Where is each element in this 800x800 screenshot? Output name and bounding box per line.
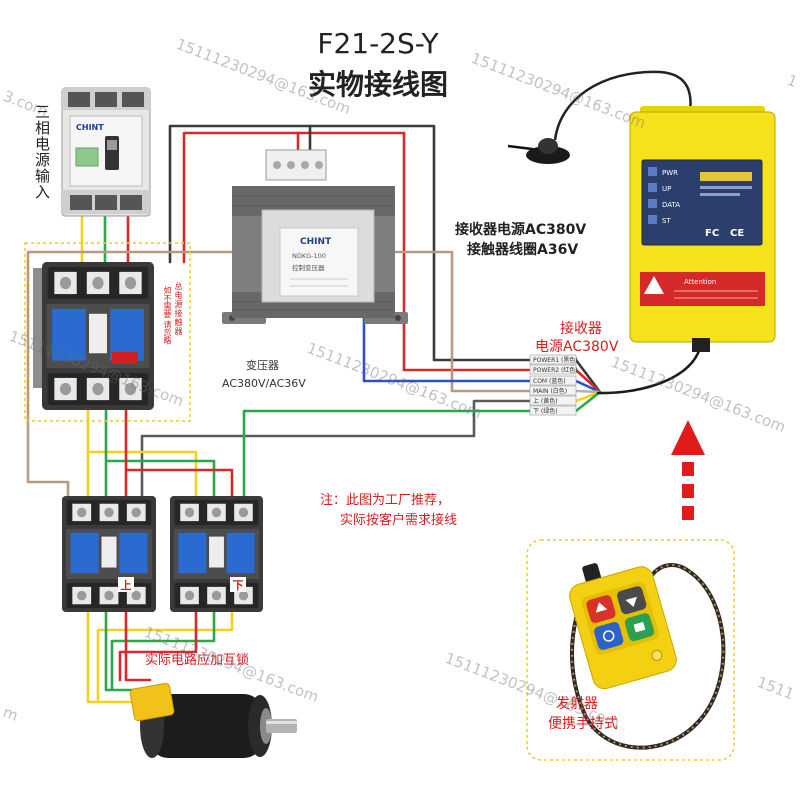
arrow-down-icon xyxy=(625,596,637,607)
contactor-coil-label: 接触器线圈A36V xyxy=(467,241,578,258)
receiver-logo xyxy=(700,172,752,181)
cable-gland xyxy=(692,338,710,352)
contactor-up-label: 上 xyxy=(121,578,132,592)
interlock-note: 实际电路应加互锁 xyxy=(145,652,249,668)
st-icon xyxy=(648,215,657,224)
power-input-label: 三相电源输入 xyxy=(33,104,51,200)
receiver-panel xyxy=(641,159,763,246)
pwr-icon xyxy=(648,167,657,176)
wire-fan-2 xyxy=(574,368,602,394)
wire-green-c1 xyxy=(104,408,216,507)
indicator-data: DATA xyxy=(662,201,680,209)
indicator-st: ST xyxy=(662,217,671,225)
transformer: CHINT NDKG-100 控制变压器 xyxy=(222,149,408,324)
wire-red-power2 xyxy=(182,131,534,372)
wire-dark-power1 xyxy=(168,124,534,362)
power-icon xyxy=(602,630,615,642)
up-icon xyxy=(648,183,657,192)
watermark: 15111230294@163.com xyxy=(609,353,789,436)
warning-icon xyxy=(644,276,664,294)
wire-dark-up xyxy=(140,399,534,502)
arrow-up-icon xyxy=(671,420,705,520)
watermark-partial: m xyxy=(1,703,21,725)
title-subtitle: 实物接线图 xyxy=(308,68,448,101)
wire-yellow-motor xyxy=(86,606,234,704)
breaker-brand: CHINT xyxy=(76,123,104,132)
wire-tan-main xyxy=(26,250,534,507)
watermark-partial: 1511 xyxy=(755,673,797,703)
fc-mark: FC xyxy=(705,228,719,239)
wire-green-down xyxy=(242,409,534,502)
terminal-up: 上 (黄色) xyxy=(533,397,558,405)
note-line-2: 实际按客户需求接线 xyxy=(340,512,457,528)
contactor-up: 上 xyxy=(62,496,156,612)
ce-mark: CE xyxy=(730,228,744,239)
remote-logo xyxy=(651,649,663,661)
transformer-brand: CHINT xyxy=(300,237,332,247)
warning-text: Attention xyxy=(684,278,716,286)
terminal-down: 下 (绿色) xyxy=(533,407,558,415)
receiver-supply-label: 接收器电源AC380V xyxy=(455,221,586,238)
wire-fan-6 xyxy=(574,390,602,413)
receiver-title: 接收器 xyxy=(560,320,602,337)
remote-button-blue xyxy=(594,622,624,650)
terminal-labels: POWER1 (黑色) POWER2 (红色) COM (蓝色) MAIN (白… xyxy=(529,354,578,416)
antenna xyxy=(507,70,692,164)
transmitter-dashed-box xyxy=(526,539,735,761)
circuit-breaker: CHINT xyxy=(61,87,151,217)
note-line-1: 注：此图为工厂推荐， xyxy=(320,493,450,508)
terminal-com: COM (蓝色) xyxy=(533,377,566,385)
terminal-power1: POWER1 (黑色) xyxy=(533,356,578,364)
indicator-up: UP xyxy=(662,185,671,193)
arrow-up-icon xyxy=(595,602,608,613)
motor xyxy=(129,682,297,758)
contactor-down: 下 xyxy=(170,496,263,612)
data-icon xyxy=(648,199,657,208)
transformer-name: 变压器 xyxy=(246,358,279,372)
stop-icon xyxy=(633,621,646,633)
wire-fan-3 xyxy=(574,379,602,394)
terminal-main: MAIN (白色) xyxy=(533,387,567,395)
title-model: F21-2S-Y xyxy=(317,27,439,60)
transformer-ratio: AC380V/AC36V xyxy=(222,377,306,390)
remote-transmitter xyxy=(569,563,677,690)
watermark-partial: 1 xyxy=(785,71,800,91)
transformer-model: NDKG-100 xyxy=(292,252,326,260)
wire-fan-4 xyxy=(574,389,602,394)
receiver: PWR UP DATA ST FC CE Attention xyxy=(629,106,776,352)
motor-terminal-box xyxy=(129,682,175,722)
receiver-voltage: 电源AC380V xyxy=(535,339,619,355)
wire-yellow-c1 xyxy=(86,408,198,507)
transformer-type: 控制变压器 xyxy=(292,263,325,272)
main-contactor-note: 如不需要 请忽略 xyxy=(163,286,172,345)
wire-red-c1 xyxy=(124,408,234,507)
wire-blue-com xyxy=(362,316,534,383)
indicator-pwr: PWR xyxy=(662,169,678,177)
wire-fan-5 xyxy=(574,390,602,403)
main-contactor-label: 总电源接触器 xyxy=(174,282,183,336)
wire-red-motor xyxy=(118,606,198,682)
receiver-cable xyxy=(596,346,702,395)
lanyard xyxy=(569,563,726,750)
terminal-power2: POWER2 (红色) xyxy=(533,366,578,374)
main-contactor xyxy=(33,262,154,410)
contactor-down-label: 下 xyxy=(233,579,244,592)
watermark: 15111230294@163.com xyxy=(469,49,649,132)
transmitter-name: 发射器 xyxy=(556,696,598,712)
transmitter-type: 便携手持式 xyxy=(548,716,618,732)
main-contactor-dashed-box xyxy=(24,242,191,422)
wires xyxy=(26,124,702,704)
